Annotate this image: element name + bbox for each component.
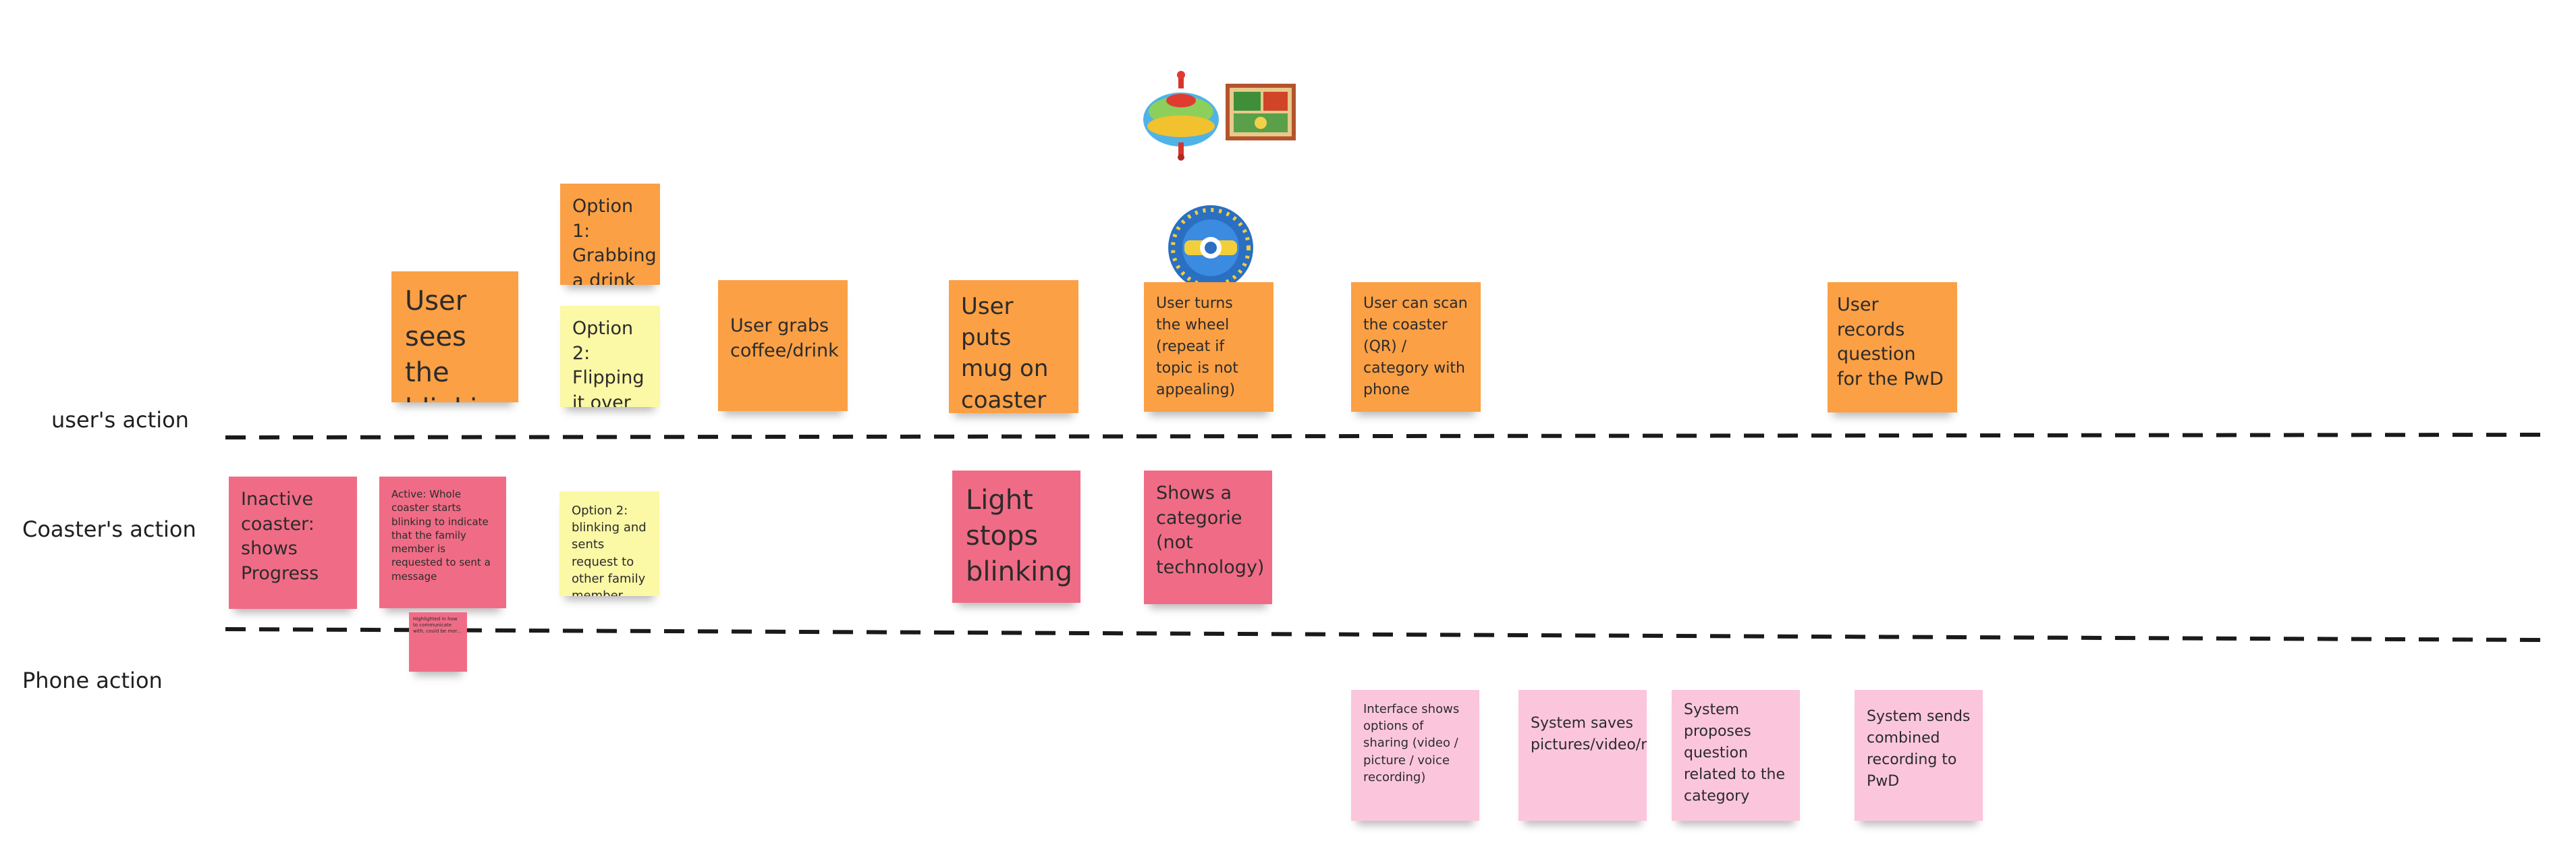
sticky-system-sends[interactable]: System sends combined recording to PwD <box>1855 690 1983 821</box>
lane-label-coaster: Coaster's action <box>22 516 196 542</box>
sticky-user-records[interactable]: User records question for the PwD <box>1828 282 1957 412</box>
lane-label-phone: Phone action <box>22 668 163 693</box>
sticky-option-2-blinking[interactable]: Option 2: blinking and sents request to … <box>559 491 659 596</box>
sticky-interface-options[interactable]: Interface shows options of sharing (vide… <box>1351 690 1479 821</box>
game-board-icon <box>1226 84 1296 140</box>
sticky-user-turns-wheel[interactable]: User turns the wheel (repeat if topic is… <box>1144 282 1273 412</box>
lane-label-user: user's action <box>51 407 189 433</box>
divider-coaster-phone <box>225 627 2545 642</box>
sticky-option-1[interactable]: Option 1: Grabbing a drink <box>560 184 660 285</box>
sticky-inactive-coaster[interactable]: Inactive coaster: shows Progress <box>229 477 357 609</box>
sticky-system-saves[interactable]: System saves pictures/video/recording) <box>1518 690 1647 821</box>
sticky-user-puts-mug[interactable]: User puts mug on coaster <box>949 280 1078 413</box>
sticky-light-stops[interactable]: Light stops blinking <box>952 471 1080 603</box>
sticky-tiny-note[interactable]: Highlighted in how to communicate with, … <box>409 612 467 672</box>
sticky-active-coaster[interactable]: Active: Whole coaster starts blinking to… <box>379 477 506 608</box>
sticky-shows-category[interactable]: Shows a categorie (not technology) <box>1144 471 1272 604</box>
sticky-user-scan[interactable]: User can scan the coaster (QR) / categor… <box>1351 282 1481 412</box>
divider-user-coaster <box>225 433 2545 439</box>
sticky-user-grabs-coffee[interactable]: User grabs coffee/drink <box>718 280 848 411</box>
sticky-system-proposes[interactable]: System proposes question related to the … <box>1672 690 1800 821</box>
wheel-of-fortune-icon <box>1166 203 1256 293</box>
sticky-option-2-flip[interactable]: Option 2: Flipping it over <box>560 306 660 407</box>
spinning-top-icon <box>1143 71 1219 161</box>
sticky-user-sees-blinking[interactable]: User sees the blinking <box>391 271 518 402</box>
